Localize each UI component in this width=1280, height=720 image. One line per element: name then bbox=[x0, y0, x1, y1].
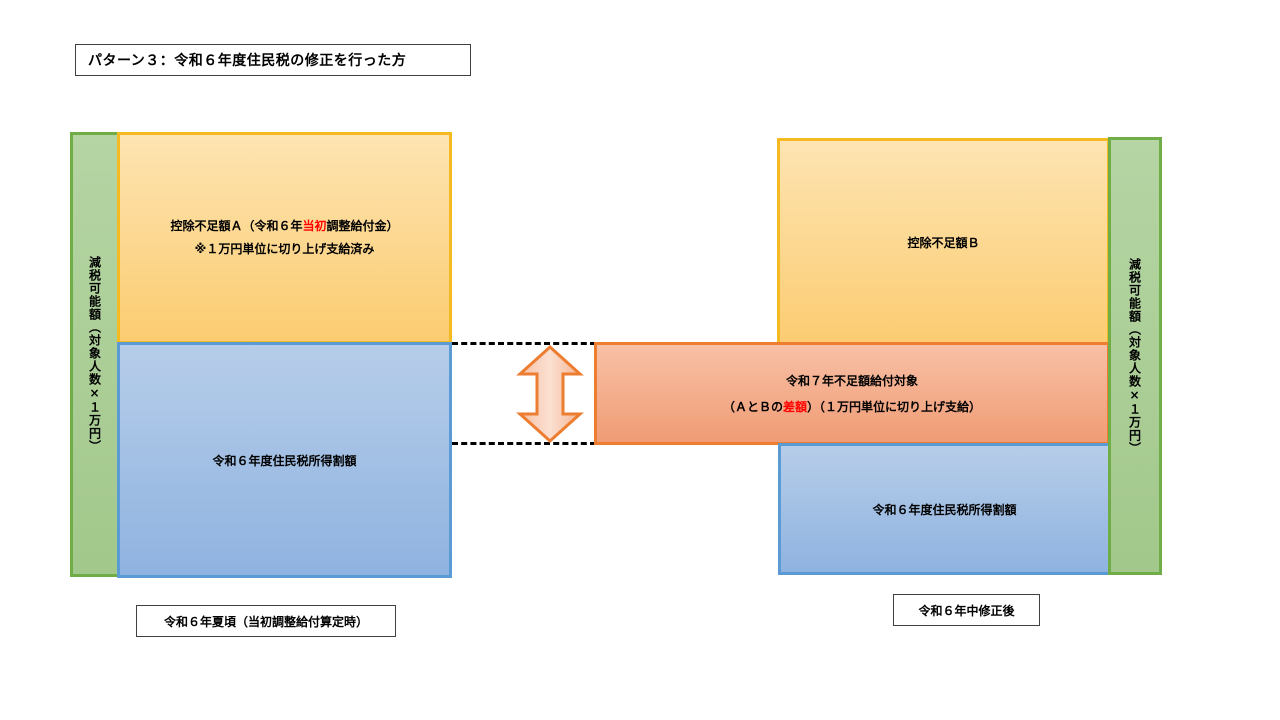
right-reducible-amount-label: 減税可能額（対象人数×１万円） bbox=[1127, 257, 1142, 455]
left-reducible-amount-bar: 減税可能額（対象人数×１万円） bbox=[70, 132, 120, 577]
page-title: パターン３：令和６年度住民税の修正を行った方 bbox=[75, 44, 471, 76]
left-income-tax-label: 令和６年度住民税所得割額 bbox=[212, 453, 357, 468]
right-caption: 令和６年中修正後 bbox=[893, 594, 1040, 626]
right-income-tax-box: 令和６年度住民税所得割額 bbox=[778, 443, 1111, 575]
left-reducible-amount-label: 減税可能額（対象人数×１万円） bbox=[87, 256, 102, 453]
shortfall-b-box: 控除不足額Ｂ bbox=[777, 138, 1110, 348]
left-caption: 令和６年夏頃（当初調整給付算定時） bbox=[136, 605, 396, 637]
shortfall-b-label: 控除不足額Ｂ bbox=[907, 235, 980, 250]
right-reducible-amount-bar: 減税可能額（対象人数×１万円） bbox=[1108, 137, 1162, 575]
shortfall-a-box: 控除不足額Ａ（令和６年当初調整給付金） ※１万円単位に切り上げ支給済み bbox=[117, 132, 452, 344]
top-dashed-line bbox=[452, 342, 596, 345]
bottom-dashed-line bbox=[452, 442, 596, 445]
right-income-tax-label: 令和６年度住民税所得割額 bbox=[872, 502, 1017, 517]
difference-highlight: 差額 bbox=[782, 399, 807, 414]
difference-line2: （ＡとＢの差額）（１万円単位に切り上げ支給） bbox=[722, 399, 982, 414]
difference-box: 令和７年不足額給付対象 （ＡとＢの差額）（１万円単位に切り上げ支給） bbox=[594, 342, 1110, 445]
shortfall-a-line2: ※１万円単位に切り上げ支給済み bbox=[194, 242, 375, 256]
left-income-tax-box: 令和６年度住民税所得割額 bbox=[117, 342, 452, 578]
difference-line1: 令和７年不足額給付対象 bbox=[785, 373, 918, 388]
shortfall-a-line1: 控除不足額Ａ（令和６年当初調整給付金） bbox=[170, 219, 399, 233]
initial-highlight: 当初 bbox=[302, 219, 327, 233]
double-headed-vertical-arrow-icon bbox=[516, 344, 584, 444]
